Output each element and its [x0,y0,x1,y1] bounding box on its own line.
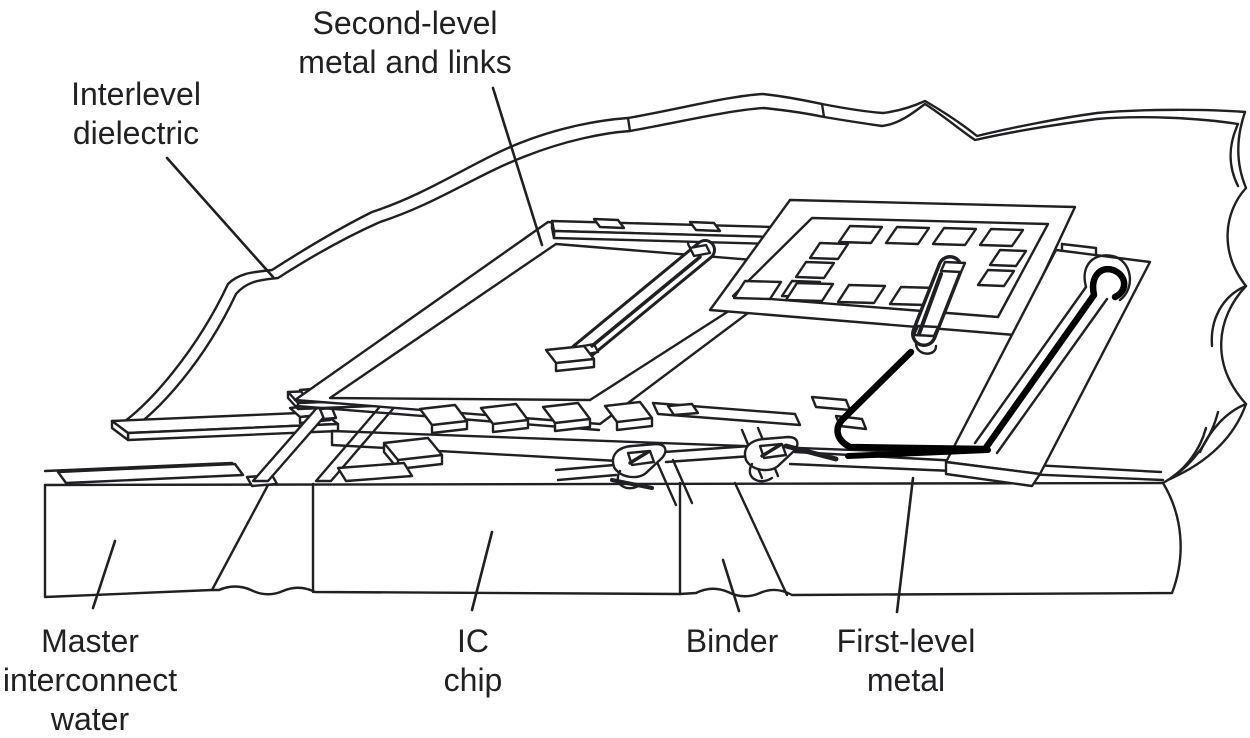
vertical-link-strap [911,255,967,355]
leader-master [91,539,117,610]
label-ic-chip: IC chip [373,622,573,700]
bond-pads [336,400,802,483]
label-line: metal and links [298,44,512,80]
label-line: dielectric [72,115,200,151]
label-interlevel-dielectric: Interlevel dielectric [36,75,236,153]
first-level-trace [834,265,1128,459]
link-eyelet-right [743,435,839,483]
leader-second-level [491,86,544,247]
label-first-level-metal: First-level metal [806,622,1006,700]
label-line: Binder [685,623,779,659]
leader-ic-chip [470,530,494,612]
label-line: IC [457,623,489,659]
dielectric-sheet [113,92,1248,485]
label-line: Master [41,623,139,659]
label-line: chip [443,662,503,698]
label-second-level-metal: Second-level metal and links [255,4,555,82]
wafer-chip-division [210,483,270,592]
label-line: interconnect [2,662,178,698]
leader-binder [721,558,741,613]
binder-division [733,481,789,597]
bridge-link-strap [544,239,716,373]
leader-first-level [895,476,915,614]
leader-interlevel [165,156,275,279]
label-binder: Binder [632,622,832,661]
label-master-interconnect: Master interconnect water [0,622,190,738]
label-line: metal [866,662,946,698]
second-level-frame [708,198,1077,337]
label-line: First-level [836,623,976,659]
label-line: Interlevel [71,76,201,112]
label-line: water [50,701,130,737]
link-eyelet-left [610,442,667,490]
substrate-slab [43,481,1182,599]
label-line: Second-level [312,5,498,41]
leader-lines [91,86,915,614]
